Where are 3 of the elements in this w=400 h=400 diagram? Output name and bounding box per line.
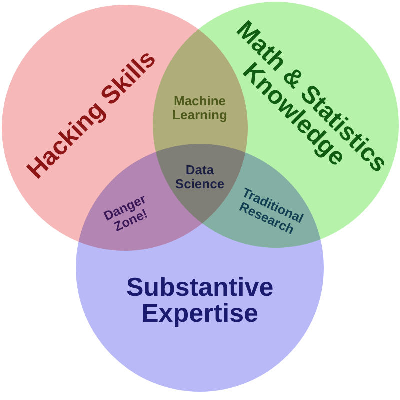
overlap-label: Data Science <box>174 163 226 191</box>
overlap-label: Machine Learning <box>172 94 228 122</box>
set-label: Substantive Expertise <box>125 274 275 326</box>
